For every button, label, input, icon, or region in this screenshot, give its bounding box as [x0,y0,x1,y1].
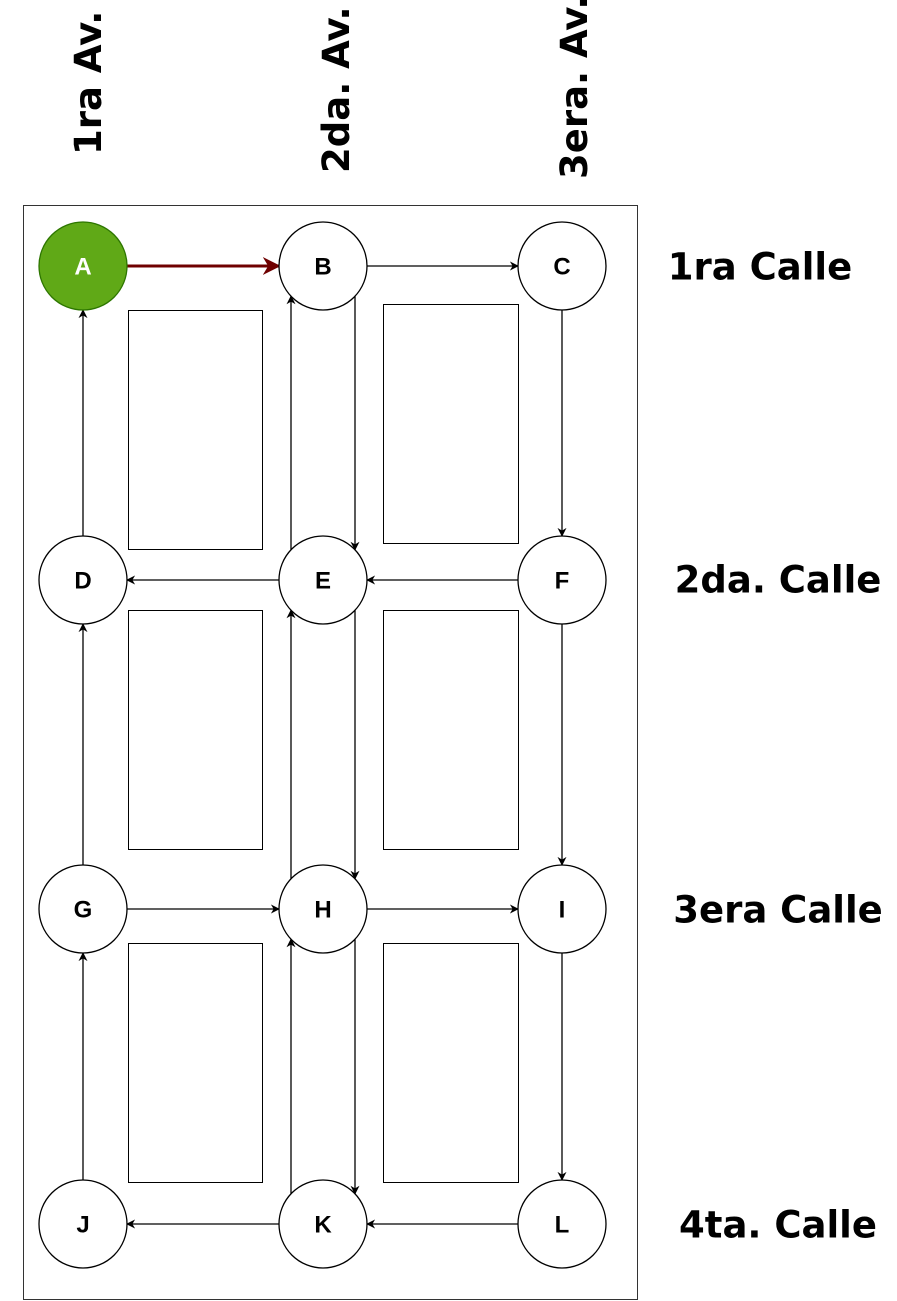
node-label: B [314,254,331,281]
node-circle [38,535,128,625]
city-block [128,943,263,1183]
city-block [383,943,519,1183]
edges [78,257,567,1229]
nodes: A B C D E F G H I J K L [38,221,607,1269]
node-i: I [517,864,607,954]
node-label: L [555,1212,570,1239]
avenue-label-3: 3era. Av. [553,0,596,179]
avenue-label-1: 1ra Av. [67,11,110,155]
node-f: F [517,535,607,625]
node-label: H [314,897,331,924]
node-label: D [74,568,91,595]
node-circle [517,221,607,311]
node-label: G [74,897,93,924]
node-circle [38,1179,128,1269]
node-label: C [553,254,570,281]
node-j: J [38,1179,128,1269]
node-e: E [278,535,368,625]
node-circle [517,864,607,954]
node-label: E [315,568,331,595]
city-block [383,304,519,544]
city-block [128,610,263,850]
node-label: F [555,568,570,595]
node-k: K [278,1179,368,1269]
node-circle [278,535,368,625]
node-label: A [74,254,91,281]
node-circle [278,221,368,311]
avenue-label-2: 2da. Av. [315,6,358,173]
node-circle [278,1179,368,1269]
node-l: L [517,1179,607,1269]
city-block [128,310,263,550]
node-circle [517,535,607,625]
node-circle [278,864,368,954]
street-labels: 1ra Calle 2da. Calle 3era Calle 4ta. Cal… [668,246,883,1247]
node-label: J [76,1212,89,1239]
node-circle [517,1179,607,1269]
avenue-labels: 1ra Av. 2da. Av. 3era. Av. [67,0,596,179]
street-label-4: 4ta. Calle [679,1204,877,1247]
node-c: C [517,221,607,311]
node-g: G [38,864,128,954]
city-block [383,610,519,850]
map-frame [23,205,638,1300]
street-label-3: 3era Calle [673,889,883,932]
node-label: I [559,897,566,924]
node-circle [38,221,128,311]
node-b: B [278,221,368,311]
street-label-2: 2da. Calle [675,559,882,602]
node-h: H [278,864,368,954]
node-label: K [314,1212,332,1239]
node-circle [38,864,128,954]
city-blocks [128,304,519,1183]
street-label-1: 1ra Calle [668,246,852,289]
node-d: D [38,535,128,625]
node-a: A [38,221,128,311]
